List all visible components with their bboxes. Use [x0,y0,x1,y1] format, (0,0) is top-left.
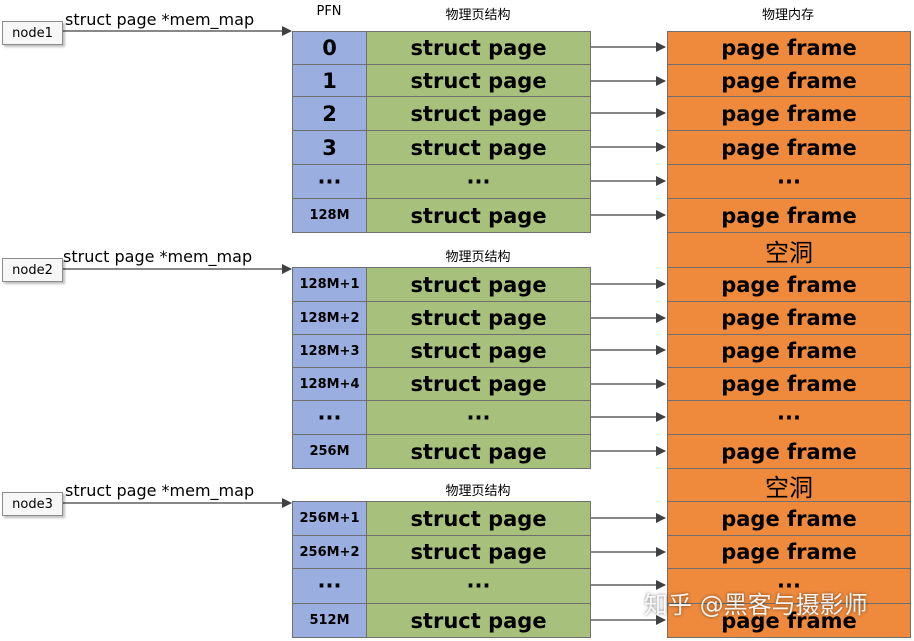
page-frame-cell: page frame [667,130,911,165]
memory-hole-cell: 空洞 [667,232,911,268]
struct-page-cell: ··· [366,164,591,199]
page-frame-cell: page frame [667,501,911,536]
memory-header: 物理内存 [761,8,815,23]
pfn-cell: 128M+3 [292,334,367,368]
pfn-header: PFN [316,4,342,19]
page-frame-cell: page frame [667,334,911,368]
node1-box: node1 [2,21,63,45]
struct-page-cell: struct page [366,501,591,536]
page-frame-cell: page frame [667,434,911,469]
node1-pointer-label: struct page *mem_map [65,10,255,29]
page-frame-cell: ··· [667,400,911,435]
page-frame-cell: page frame [667,367,911,401]
pfn-cell: 128M+4 [292,367,367,401]
page-frame-cell: page frame [667,535,911,569]
struct-header-node3: 物理页结构 [445,484,511,499]
pfn-cell: ··· [292,568,367,604]
pfn-cell: 0 [292,31,367,65]
struct-page-cell: ··· [366,568,591,604]
pfn-cell: 256M+1 [292,501,367,536]
page-frame-cell: page frame [667,267,911,302]
page-frame-cell: page frame [667,198,911,233]
page-frame-cell: ··· [667,164,911,199]
pfn-cell: ··· [292,400,367,435]
struct-page-cell: struct page [366,130,591,165]
struct-page-cell: struct page [366,367,591,401]
struct-page-cell: struct page [366,96,591,131]
watermark: 知乎 @黑客与摄影师 [644,591,868,619]
pfn-cell: 128M [292,198,367,233]
struct-page-cell: struct page [366,198,591,233]
pfn-cell: 1 [292,64,367,97]
node3-pointer-label: struct page *mem_map [65,481,255,500]
memory-hole-cell: 空洞 [667,468,911,502]
pfn-cell: ··· [292,164,367,199]
page-frame-cell: page frame [667,603,911,638]
pfn-cell: 256M+2 [292,535,367,569]
pfn-cell: 2 [292,96,367,131]
struct-page-cell: struct page [366,301,591,335]
page-frame-cell: page frame [667,64,911,97]
struct-page-cell: struct page [366,64,591,97]
struct-page-cell: struct page [366,31,591,65]
struct-header-node2: 物理页结构 [445,250,511,265]
struct-page-cell: struct page [366,603,591,638]
struct-page-cell: struct page [366,267,591,302]
struct-page-cell: struct page [366,434,591,469]
node2-pointer-label: struct page *mem_map [63,247,253,266]
struct-page-cell: struct page [366,334,591,368]
pfn-cell: 3 [292,130,367,165]
node2-box: node2 [2,258,63,282]
node3-box: node3 [2,492,63,516]
struct-header-top: 物理页结构 [445,8,511,23]
pfn-cell: 128M+2 [292,301,367,335]
page-frame-cell: page frame [667,31,911,65]
struct-page-cell: struct page [366,535,591,569]
pfn-cell: 256M [292,434,367,469]
pfn-cell: 128M+1 [292,267,367,302]
struct-page-cell: ··· [366,400,591,435]
pfn-cell: 512M [292,603,367,638]
page-frame-cell: page frame [667,301,911,335]
page-frame-cell: page frame [667,96,911,131]
